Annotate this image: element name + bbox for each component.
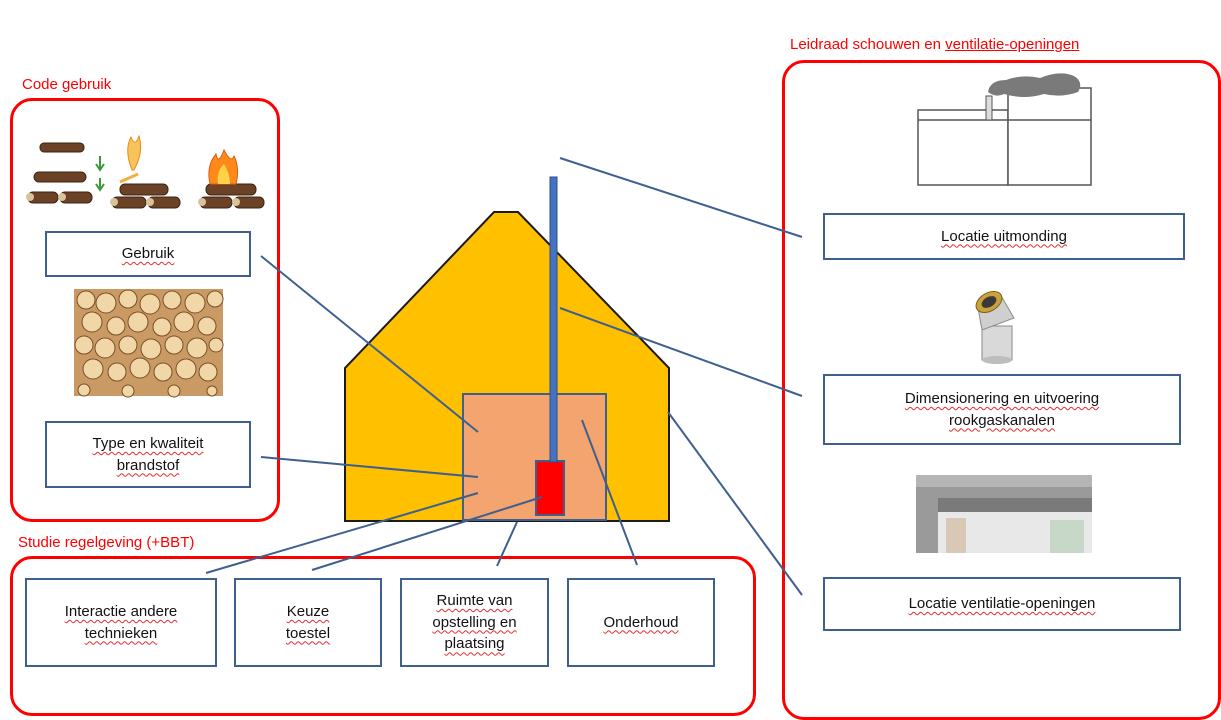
fireplace-house-diagram bbox=[26, 73, 1092, 596]
connector-ventilatie bbox=[667, 411, 803, 596]
studie-regelgeving-label: Studie regelgeving (+BBT) bbox=[18, 534, 195, 551]
ruimte-text: Ruimte van opstelling en plaatsing bbox=[432, 590, 516, 655]
type-brandstof-line2: brandstof bbox=[116, 456, 180, 474]
keuze-line1: Keuze bbox=[286, 602, 330, 620]
code-gebruik-group bbox=[10, 98, 280, 522]
connector-dimensionering bbox=[559, 307, 803, 397]
connector-uitmonding bbox=[559, 157, 803, 238]
locatie-ventilatie-text: Locatie ventilatie-openingen bbox=[908, 595, 1096, 613]
type-brandstof-text: Type en kwaliteit brandstof bbox=[93, 433, 204, 477]
type-brandstof-line1: Type en kwaliteit bbox=[92, 434, 204, 452]
dimensionering-line2: rookgaskanalen bbox=[949, 411, 1055, 429]
firewood-stages-icon bbox=[26, 134, 265, 209]
chimney-outlet-icon bbox=[917, 73, 1092, 186]
gebruik-text: Gebruik bbox=[121, 245, 175, 263]
interactie-text: Interactie andere technieken bbox=[65, 601, 178, 645]
interactie-line2: technieken bbox=[84, 624, 158, 642]
interactie-line1: Interactie andere bbox=[64, 602, 178, 620]
keuze-toestel-box: Keuze toestel bbox=[234, 578, 382, 667]
ruimte-line1: Ruimte van bbox=[436, 591, 513, 609]
leidraad-label-suffix: ventilatie-openingen bbox=[945, 36, 1080, 53]
ventilation-grille-image bbox=[916, 475, 1092, 553]
leidraad-label: Leidraad schouwen en ventilatie-openinge… bbox=[790, 36, 1079, 53]
connector-ruimte bbox=[496, 521, 518, 567]
connector-gebruik bbox=[260, 255, 479, 433]
ruimte-box: Ruimte van opstelling en plaatsing bbox=[400, 578, 549, 667]
onderhoud-text: Onderhoud bbox=[603, 613, 679, 631]
flue-elbow-icon bbox=[975, 291, 1015, 364]
keuze-toestel-text: Keuze toestel bbox=[286, 601, 330, 645]
stove-shape bbox=[535, 460, 565, 516]
leidraad-label-prefix: Leidraad schouwen en bbox=[790, 36, 946, 53]
dimensionering-box: Dimensionering en uitvoering rookgaskana… bbox=[823, 374, 1181, 445]
connector-type bbox=[260, 456, 479, 478]
chimney-flue bbox=[549, 176, 558, 463]
locatie-ventilatie-box: Locatie ventilatie-openingen bbox=[823, 577, 1181, 631]
firewood-stack-image bbox=[74, 289, 224, 398]
code-gebruik-label: Code gebruik bbox=[22, 76, 112, 93]
connectors bbox=[205, 157, 803, 596]
connector-interactie bbox=[205, 492, 479, 574]
locatie-uitmonding-text: Locatie uitmonding bbox=[941, 227, 1067, 245]
keuze-line2: toestel bbox=[285, 624, 331, 642]
locatie-uitmonding-box: Locatie uitmonding bbox=[823, 213, 1185, 260]
dimensionering-line1: Dimensionering en uitvoering bbox=[904, 389, 1100, 407]
interactie-box: Interactie andere technieken bbox=[25, 578, 217, 667]
type-brandstof-box: Type en kwaliteit brandstof bbox=[45, 421, 251, 488]
onderhoud-box: Onderhoud bbox=[567, 578, 715, 667]
dimensionering-text: Dimensionering en uitvoering rookgaskana… bbox=[905, 388, 1099, 432]
gebruik-box: Gebruik bbox=[45, 231, 251, 277]
connector-keuze bbox=[311, 496, 543, 571]
ruimte-line2: opstelling en bbox=[432, 613, 517, 631]
room-shape bbox=[462, 393, 607, 521]
connector-onderhoud bbox=[581, 419, 638, 566]
ruimte-line3: plaatsing bbox=[444, 635, 505, 653]
